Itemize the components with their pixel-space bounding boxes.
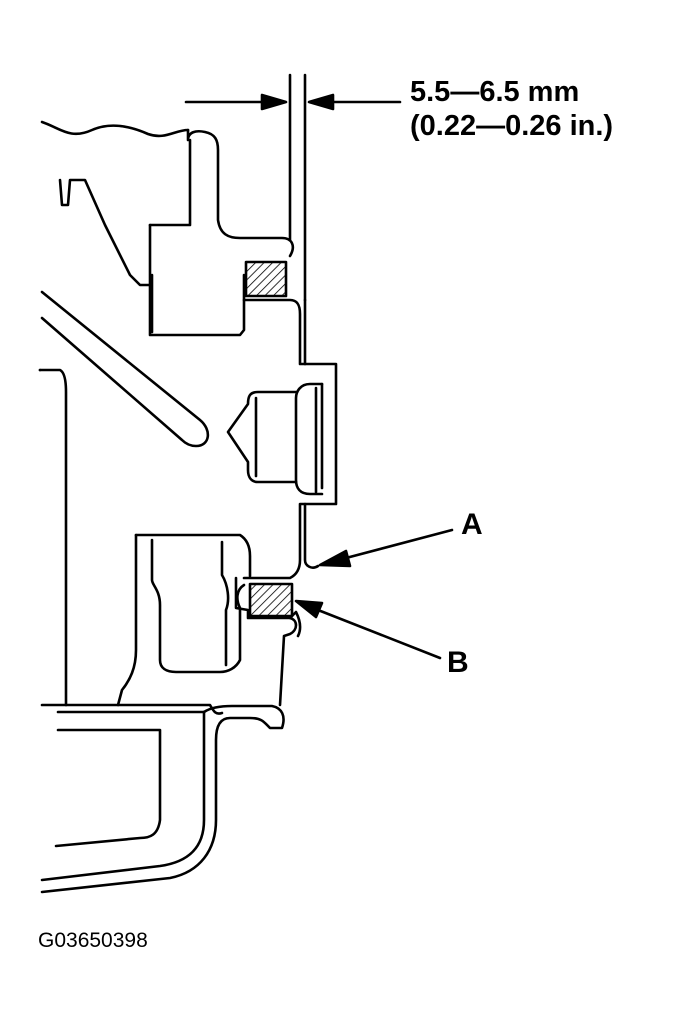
leader-a [320, 530, 452, 566]
left-body [40, 370, 66, 705]
vertical-plate [290, 75, 305, 300]
upper-seal [246, 262, 286, 296]
dimension-imperial-label: (0.22—0.26 in.) [410, 110, 614, 142]
lower-housing [118, 535, 300, 705]
dimension-arrows [186, 95, 400, 109]
callout-a-label: A [461, 508, 483, 541]
callout-b-label: B [447, 646, 469, 679]
leader-b [296, 601, 440, 658]
lower-seal [250, 584, 292, 616]
upper-housing [42, 122, 293, 335]
base-plate [42, 705, 284, 892]
dimension-metric-label: 5.5—6.5 mm [410, 76, 580, 108]
central-body [244, 300, 336, 578]
figure-code: G03650398 [38, 929, 148, 952]
diagonal-rod [42, 292, 208, 446]
bolt [228, 384, 322, 494]
